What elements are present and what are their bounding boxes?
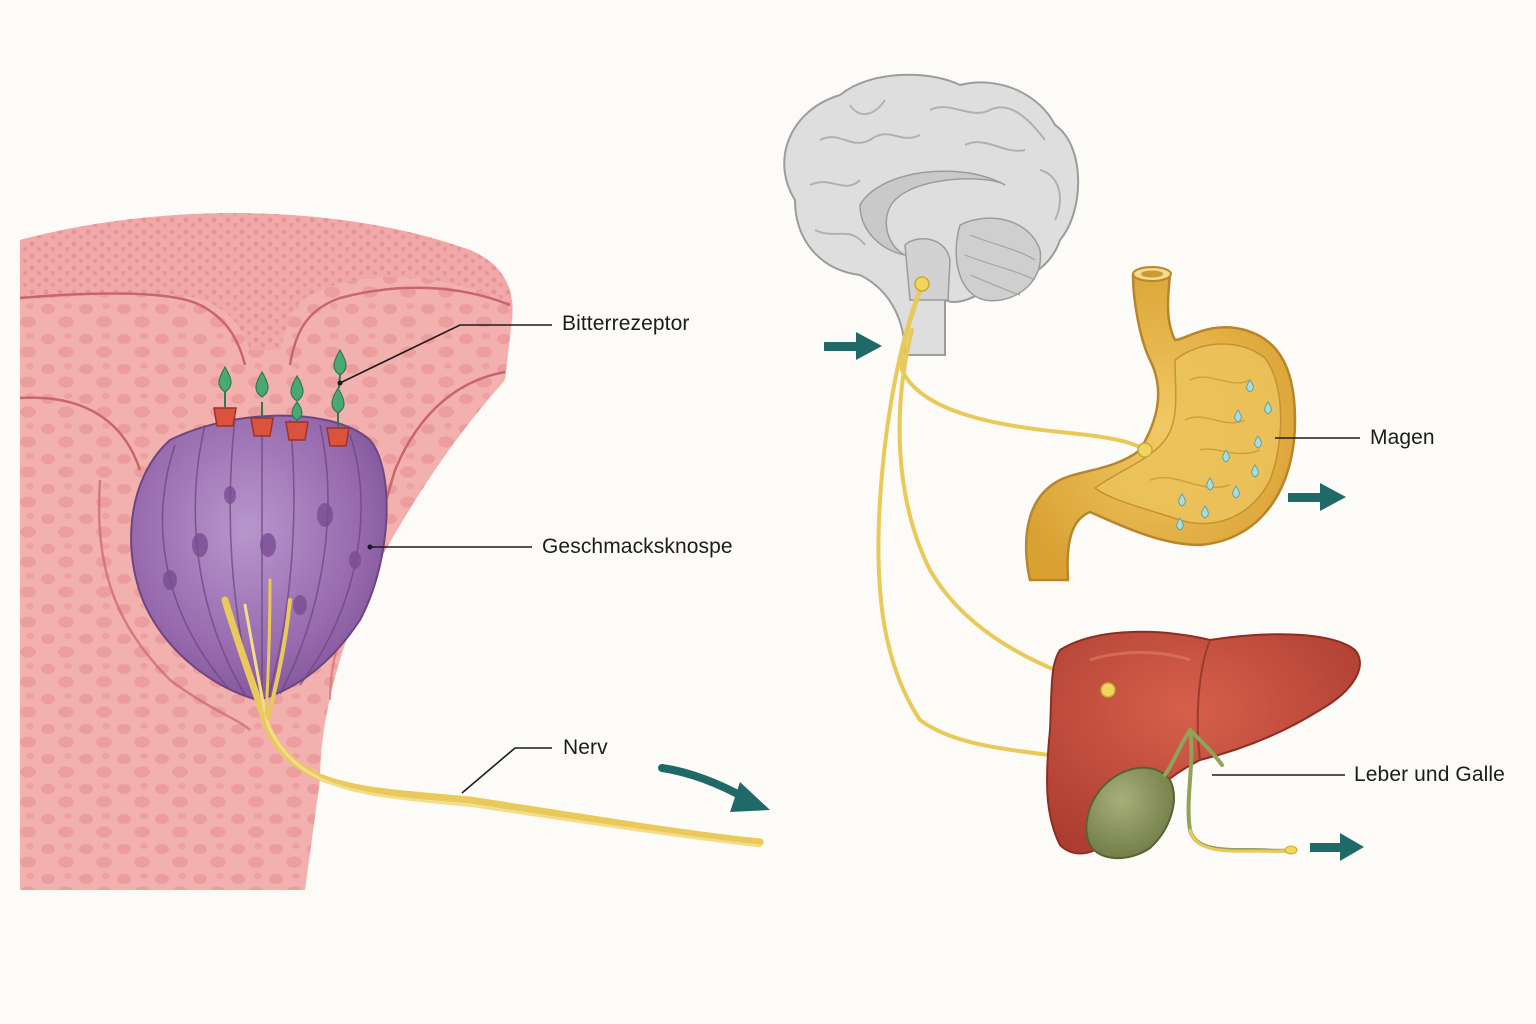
label-bitter-receptor: Bitterrezeptor: [562, 312, 690, 335]
gallbladder: [1085, 728, 1298, 860]
signal-arrow-icon: [1310, 833, 1364, 861]
bitter-receptors: [213, 348, 350, 447]
label-stomach: Magen: [1370, 426, 1435, 449]
nerve-node-icon: [1137, 442, 1153, 458]
stomach: [1024, 266, 1297, 582]
label-nerve: Nerv: [563, 736, 608, 759]
signal-arrow-icon: [1288, 483, 1346, 511]
receptor-3: [285, 374, 309, 441]
nerve-node-icon: [1100, 682, 1116, 698]
receptor-4: [326, 348, 350, 447]
signal-arrow-icon: [824, 332, 882, 360]
brain: [783, 73, 1080, 356]
signal-arrows: [658, 332, 1364, 861]
nerve-node-icon: [914, 276, 930, 292]
label-liver-gallbladder: Leber und Galle: [1354, 763, 1505, 786]
taste-bud: [130, 414, 388, 702]
receptor-2: [250, 370, 274, 437]
receptor-1: [213, 365, 237, 427]
signal-arrow-icon: [658, 764, 770, 812]
tongue-nerve: [221, 578, 764, 848]
droplet-icon: [1176, 379, 1272, 531]
label-taste-bud: Geschmacksknospe: [542, 535, 733, 558]
leader-lines: [339, 324, 1360, 794]
